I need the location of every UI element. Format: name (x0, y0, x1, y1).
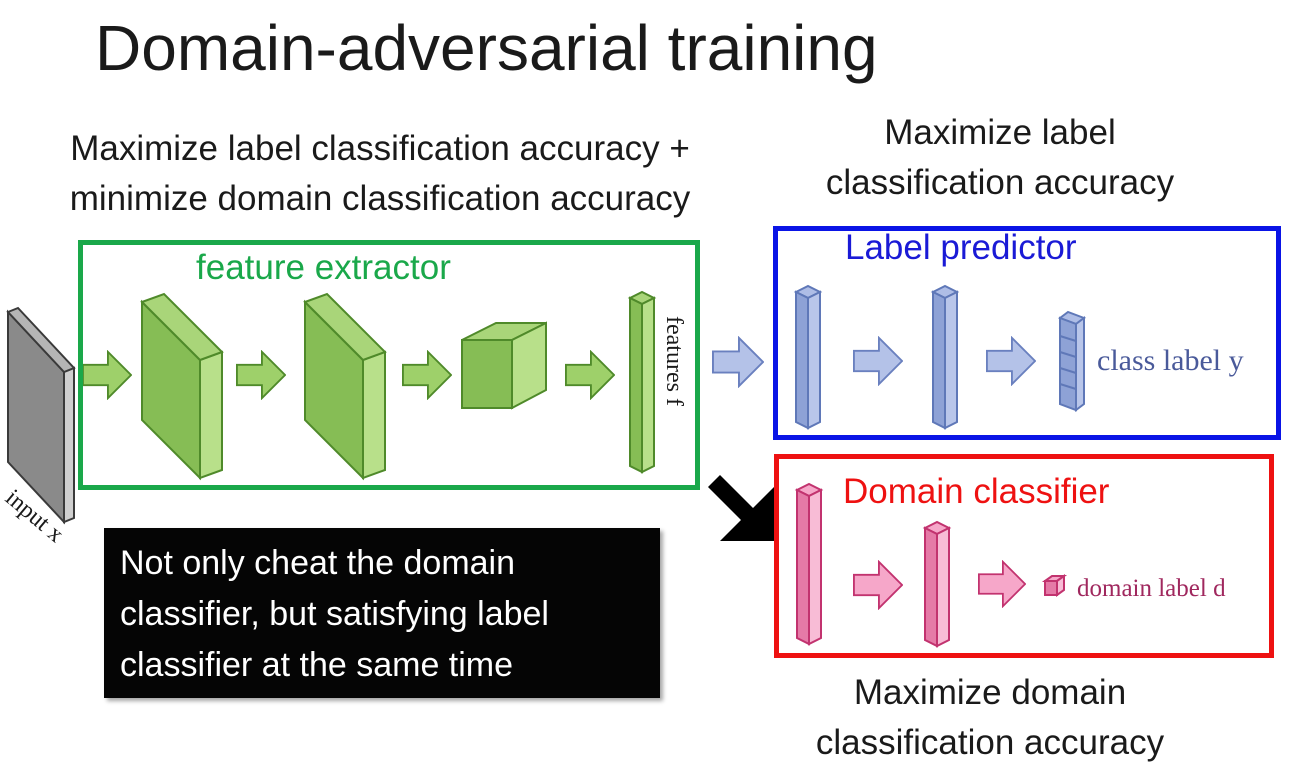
feature-extractor-box (78, 240, 700, 490)
domain-classifier-label: Domain classifier (843, 472, 1110, 511)
feature-objective-caption: Maximize label classification accuracy +… (20, 124, 740, 224)
domain-layer-2 (922, 520, 952, 648)
feature-objective-line1: Maximize label classification accuracy + (70, 129, 690, 168)
label-objective-caption: Maximize label classification accuracy (790, 108, 1210, 208)
feature-layer-3 (461, 321, 547, 410)
domain-layer-1 (794, 482, 824, 646)
callout-line3: classifier at the same time (120, 646, 514, 684)
label-predictor-label: Label predictor (845, 228, 1077, 267)
class-label-output: class label y (1097, 344, 1244, 377)
domain-classifier-box (774, 454, 1274, 658)
input-layer (6, 306, 76, 525)
feature-extractor-label: feature extractor (196, 248, 451, 287)
slide-title: Domain-adversarial training (95, 12, 878, 84)
feature-layers (140, 290, 657, 481)
class-output-layer (1057, 310, 1087, 412)
label-objective-line2: classification accuracy (825, 163, 1175, 202)
label-layers (793, 284, 1087, 430)
features-label: features f (661, 316, 687, 406)
feature-layer-1 (140, 292, 224, 481)
callout-line2: classifier, but satisfying label (120, 595, 549, 633)
feature-objective-line2: minimize domain classification accuracy (69, 179, 691, 218)
callout-box: Not only cheat the domain classifier, bu… (104, 528, 660, 698)
label-layer-1 (793, 284, 823, 430)
domain-output-cube (1041, 574, 1068, 597)
callout-line1: Not only cheat the domain (120, 544, 516, 582)
domain-layers (794, 482, 1068, 648)
label-objective-line1: Maximize label (884, 113, 1116, 152)
feature-vector (627, 290, 657, 474)
domain-label-output: domain label d (1077, 575, 1226, 602)
label-layer-2 (930, 284, 960, 430)
feature-layer-2 (303, 292, 387, 481)
arrow-right-icon (712, 336, 764, 388)
black-arrow-icon (708, 475, 774, 541)
label-predictor-box (773, 226, 1281, 440)
domain-objective-line1: Maximize domain (853, 673, 1127, 712)
domain-objective-line2: classification accuracy (815, 723, 1165, 762)
domain-objective-caption: Maximize domain classification accuracy (770, 668, 1210, 768)
